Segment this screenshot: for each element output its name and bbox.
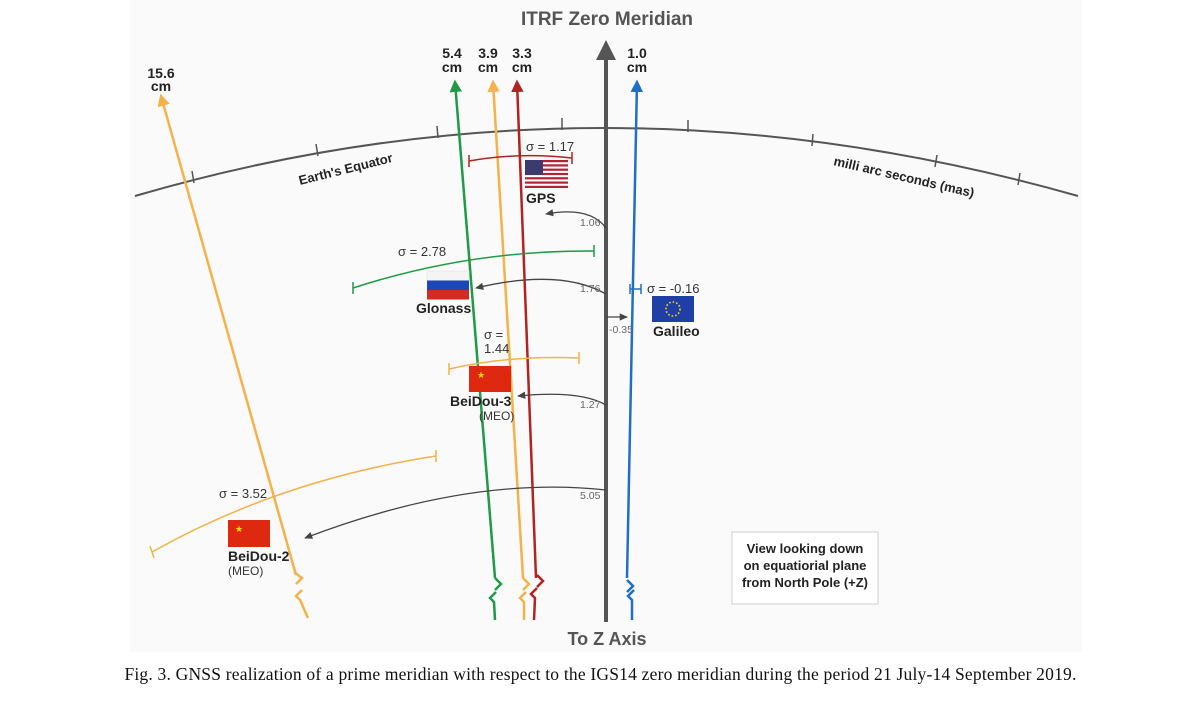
svg-text:★: ★ xyxy=(477,370,485,380)
eu-flag xyxy=(652,296,694,322)
beidou3-break-top xyxy=(522,577,531,591)
beidou3-break-bottom xyxy=(518,591,527,620)
beidou2-meridian xyxy=(157,93,298,576)
gps-cm-value: 3.3 xyxy=(512,45,532,61)
china-flag: ★ xyxy=(228,520,270,547)
gps-offset-value: 1.06 xyxy=(580,217,601,229)
beidou2-name: BeiDou-2 xyxy=(228,548,290,564)
beidou2-subname: (MEO) xyxy=(228,564,263,578)
gps-offset-arrow xyxy=(545,209,607,229)
title: ITRF Zero Meridian xyxy=(521,9,693,30)
diagram-canvas: Earth's Equator milli arc seconds (mas) … xyxy=(134,9,1079,649)
galileo-break-bottom xyxy=(626,589,635,620)
beidou3-offset-value: 1.27 xyxy=(580,399,601,411)
beidou3-sigma-arc xyxy=(448,356,580,370)
equator-ticks xyxy=(191,118,1021,186)
galileo-break-top xyxy=(626,579,635,593)
galileo-offset-value: -0.35 xyxy=(609,324,633,336)
beidou2-cm-value: 15.6 xyxy=(147,65,174,81)
view-note-box: View looking down on equatiorial plane f… xyxy=(731,531,879,605)
view-note-line2: on equatiorial plane xyxy=(744,558,867,573)
galileo-cm-unit: cm xyxy=(627,59,647,75)
beidou3-name: BeiDou-3 xyxy=(450,393,512,409)
glonass-offset-value: 1.76 xyxy=(580,283,601,295)
figure-caption: Fig. 3. GNSS realization of a prime meri… xyxy=(124,664,1077,684)
bottom-label: To Z Axis xyxy=(567,629,646,649)
glonass-sigma-arc xyxy=(352,250,595,289)
galileo-sigma: σ = -0.16 xyxy=(647,281,699,296)
galileo-meridian xyxy=(625,79,644,579)
galileo-name: Galileo xyxy=(653,323,700,339)
beidou2-offset-value: 5.05 xyxy=(580,490,601,502)
beidou3-meridian xyxy=(487,79,525,579)
beidou2-break-bottom xyxy=(294,589,310,619)
glonass-name: Glonass xyxy=(416,300,471,316)
gps-break-bottom xyxy=(529,587,538,621)
beidou3-sigma-line1: σ = xyxy=(484,327,503,342)
view-note-line3: from North Pole (+Z) xyxy=(742,575,868,590)
glonass-break-top xyxy=(494,577,503,591)
beidou2-break-top xyxy=(293,571,304,585)
beidou2-sigma: σ = 3.52 xyxy=(219,486,267,501)
gps-sigma-arc xyxy=(468,154,573,162)
equator-arc xyxy=(134,127,1079,197)
beidou3-sigma-line2: 1.44 xyxy=(484,341,509,356)
beidou3-cm-unit: cm xyxy=(478,59,498,75)
view-note-line1: View looking down xyxy=(747,541,864,556)
beidou2-cm-unit: cm xyxy=(151,78,171,94)
beidou2-sigma-arc xyxy=(151,455,437,553)
gps-cm-unit: cm xyxy=(512,59,532,75)
svg-text:★: ★ xyxy=(235,524,243,534)
gps-sigma: σ = 1.17 xyxy=(526,139,574,154)
beidou3-subname: (MEO) xyxy=(479,409,514,423)
glonass-meridian xyxy=(449,79,497,579)
gps-meridian xyxy=(511,79,538,579)
glonass-cm-value: 5.4 xyxy=(442,45,462,61)
glonass-sigma: σ = 2.78 xyxy=(398,244,446,259)
russia-flag xyxy=(426,270,470,300)
china-flag: ★ xyxy=(469,366,511,392)
galileo-cm-value: 1.0 xyxy=(627,45,647,61)
glonass-cm-unit: cm xyxy=(442,59,462,75)
gps-break-top xyxy=(536,574,545,588)
beidou2-offset-arrow xyxy=(304,486,607,539)
beidou3-offset-arrow xyxy=(517,391,607,406)
glonass-offset-arrow xyxy=(475,278,607,295)
us-flag xyxy=(525,160,568,188)
glonass-break-bottom xyxy=(488,591,497,621)
gps-name: GPS xyxy=(526,190,556,206)
beidou3-cm-value: 3.9 xyxy=(478,45,498,61)
